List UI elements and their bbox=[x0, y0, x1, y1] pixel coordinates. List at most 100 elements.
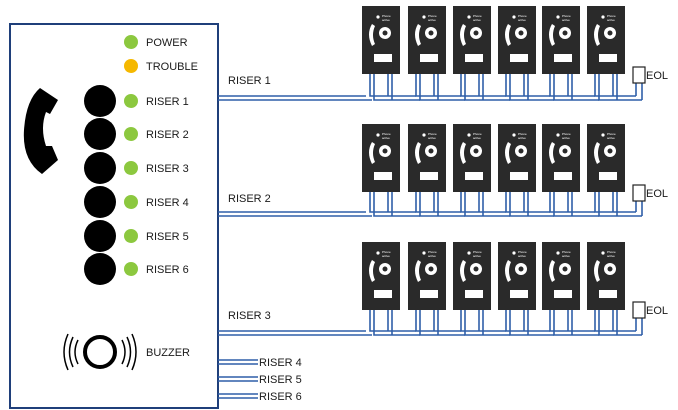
riser-3-wiring: PhoneactivePhoneactivePhoneactivePhoneac… bbox=[218, 242, 668, 336]
handset-icon bbox=[505, 260, 511, 282]
eol-label: EOL bbox=[646, 188, 668, 200]
station-text: active bbox=[562, 136, 570, 140]
station-text: active bbox=[607, 136, 615, 140]
handset-icon bbox=[460, 24, 466, 46]
riser-2-line-label: RISER 2 bbox=[228, 193, 271, 205]
riser-5-led bbox=[124, 229, 138, 243]
station-text: active bbox=[428, 254, 436, 258]
riser-5-button[interactable] bbox=[84, 220, 116, 252]
handset-icon bbox=[369, 24, 375, 46]
handset-icon bbox=[415, 260, 421, 282]
station-text: Phone bbox=[607, 250, 616, 254]
riser-3-line-label: RISER 3 bbox=[228, 310, 271, 322]
station-text: Phone bbox=[518, 132, 527, 136]
riser-1-wiring: PhoneactivePhoneactivePhoneactivePhoneac… bbox=[218, 6, 668, 101]
eol-label: EOL bbox=[646, 305, 668, 317]
station-text: Phone bbox=[518, 250, 527, 254]
riser-1-led bbox=[124, 94, 138, 108]
buzzer-label: BUZZER bbox=[146, 347, 190, 359]
handset-icon bbox=[460, 260, 466, 282]
handset-icon bbox=[549, 260, 555, 282]
station-text: Phone bbox=[428, 132, 437, 136]
handset-icon bbox=[594, 260, 600, 282]
station-text: Phone bbox=[562, 132, 571, 136]
trouble-indicator-led bbox=[124, 59, 138, 73]
station-text: active bbox=[562, 18, 570, 22]
riser-1-button[interactable] bbox=[84, 85, 116, 117]
station-text: active bbox=[382, 254, 390, 258]
power-label: POWER bbox=[146, 37, 188, 49]
riser-1-panel-label: RISER 1 bbox=[146, 96, 189, 108]
riser-2-button[interactable] bbox=[84, 118, 116, 150]
eol-resistor bbox=[632, 301, 646, 319]
riser-row-4: RISER 4 bbox=[84, 186, 189, 218]
station-text: active bbox=[473, 18, 481, 22]
riser-row-3: RISER 3 bbox=[84, 152, 189, 184]
station-text: Phone bbox=[382, 250, 391, 254]
riser-3-led bbox=[124, 161, 138, 175]
station-text: active bbox=[382, 136, 390, 140]
riser-4-stub-label: RISER 4 bbox=[259, 357, 302, 369]
riser-row-2: RISER 2 bbox=[84, 118, 189, 150]
riser-4-button[interactable] bbox=[84, 186, 116, 218]
handset-icon bbox=[549, 142, 555, 164]
station-text: active bbox=[382, 18, 390, 22]
riser-6-panel-label: RISER 6 bbox=[146, 264, 189, 276]
eol-label: EOL bbox=[646, 70, 668, 82]
station-text: Phone bbox=[607, 132, 616, 136]
riser-6-button[interactable] bbox=[84, 253, 116, 285]
station-text: Phone bbox=[607, 14, 616, 18]
eol-resistor bbox=[632, 66, 646, 84]
riser-1-line-label: RISER 1 bbox=[228, 75, 271, 87]
station-text: Phone bbox=[382, 132, 391, 136]
riser-2-panel-label: RISER 2 bbox=[146, 129, 189, 141]
station-text: active bbox=[428, 18, 436, 22]
station-text: Phone bbox=[473, 14, 482, 18]
riser-5-panel-label: RISER 5 bbox=[146, 231, 189, 243]
riser-row-5: RISER 5 bbox=[84, 220, 189, 252]
station-text: Phone bbox=[562, 14, 571, 18]
handset-icon bbox=[415, 24, 421, 46]
riser-4-stub bbox=[218, 359, 258, 365]
eol-resistor bbox=[632, 184, 646, 202]
station-text: active bbox=[473, 254, 481, 258]
station-text: Phone bbox=[428, 14, 437, 18]
riser-6-stub bbox=[218, 393, 258, 399]
riser-2-led bbox=[124, 127, 138, 141]
riser-row-6: RISER 6 bbox=[84, 253, 189, 285]
handset-icon bbox=[369, 142, 375, 164]
handset-icon bbox=[594, 142, 600, 164]
station-text: Phone bbox=[473, 132, 482, 136]
station-text: active bbox=[473, 136, 481, 140]
riser-row-1: RISER 1 bbox=[84, 85, 189, 117]
riser-3-button[interactable] bbox=[84, 152, 116, 184]
trouble-label: TROUBLE bbox=[146, 61, 198, 73]
handset-icon bbox=[369, 260, 375, 282]
buzzer-icon bbox=[63, 333, 137, 371]
station-text: active bbox=[562, 254, 570, 258]
riser-4-led bbox=[124, 195, 138, 209]
riser-3-panel-label: RISER 3 bbox=[146, 163, 189, 175]
station-text: active bbox=[518, 18, 526, 22]
handset-icon bbox=[460, 142, 466, 164]
riser-2-wiring: PhoneactivePhoneactivePhoneactivePhoneac… bbox=[218, 124, 668, 217]
